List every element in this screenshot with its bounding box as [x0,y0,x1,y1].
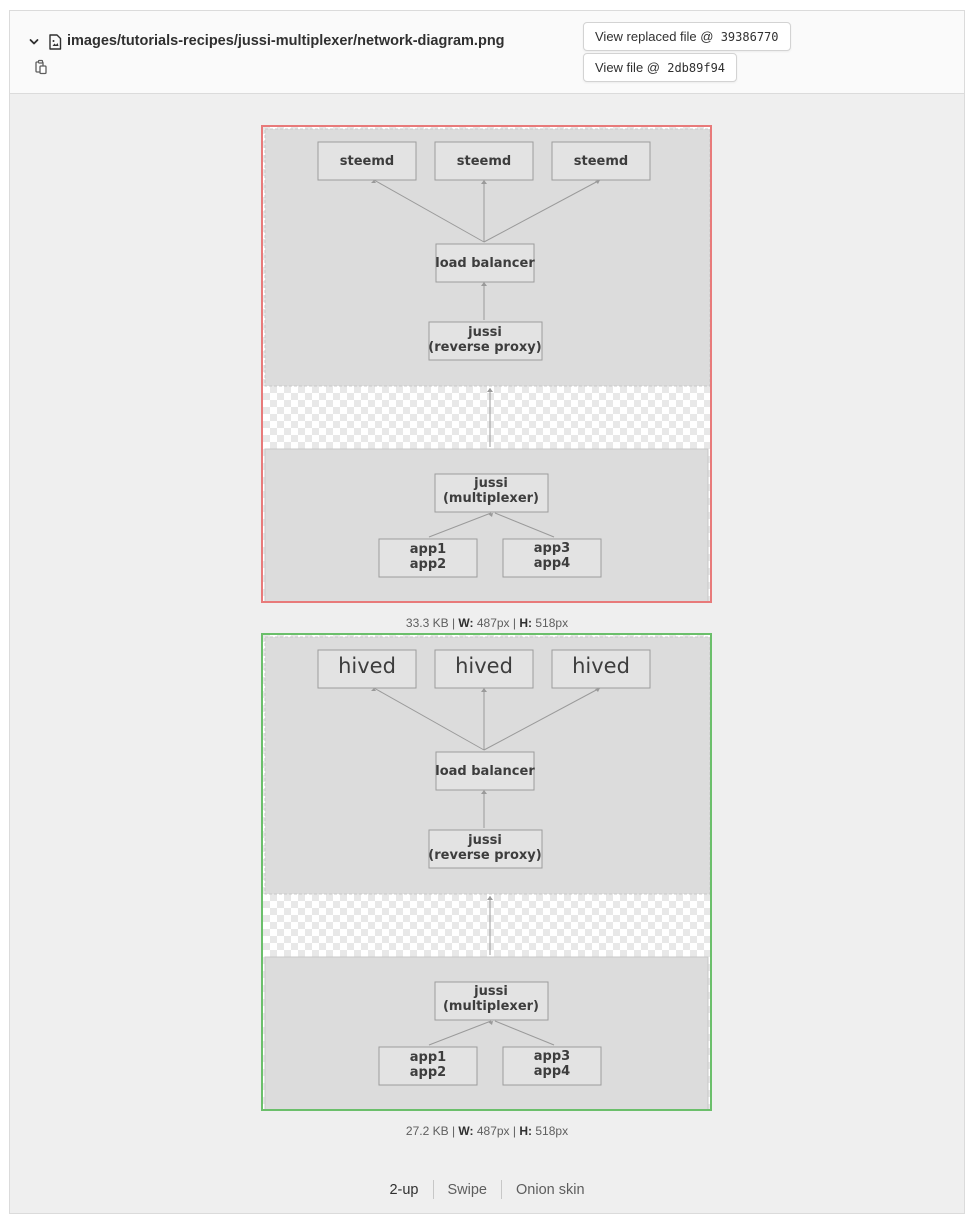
reverse-proxy-node [428,321,543,361]
top-node-3 [551,141,651,181]
copy-file-path-icon[interactable] [33,59,49,75]
view-mode-2-up[interactable]: 2-up [389,1181,419,1198]
top-node-2 [434,141,534,181]
view-replaced-file-button[interactable]: View replaced file @ 39386770 [583,22,791,51]
top-node-3-label: hived [572,654,630,678]
proxy-label-line1: jussi [467,833,502,848]
top-node-1 [317,649,417,689]
file-header: images/tutorials-recipes/jussi-multiplex… [10,11,964,94]
network-diagram-old: steemd steemd steemd load balancer jussi… [263,127,710,601]
load-balancer-node [435,243,535,283]
top-node-3-label: steemd [574,154,628,169]
file-diff-holder: images/tutorials-recipes/jussi-multiplex… [9,10,965,1214]
image-diff-view: steemd steemd steemd load balancer jussi… [10,94,964,1213]
proxy-label-line1: jussi [467,325,502,340]
app-left-label-line1: app1 [410,1050,446,1065]
added-image-frame: hived hived hived load balancer jussi (r… [261,633,712,1111]
divider [501,1180,502,1199]
lower-region [264,956,709,1109]
top-node-1-label: steemd [340,154,394,169]
load-balancer-label: load balancer [435,256,535,271]
app-right-label-line1: app3 [534,1049,570,1064]
top-node-2-label: steemd [457,154,511,169]
file-path: images/tutorials-recipes/jussi-multiplex… [67,33,505,49]
lower-region [264,448,709,601]
top-node-1 [317,141,417,181]
app-left-label-line2: app2 [410,557,446,572]
app-right-node [502,1046,602,1086]
network-diagram-new: hived hived hived load balancer jussi (r… [263,635,710,1109]
app-right-label-line2: app4 [534,556,570,571]
proxy-label-line2: (reverse proxy) [428,340,541,355]
top-node-2-label: hived [455,654,513,678]
multiplexer-node [434,473,549,513]
app-left-label-line2: app2 [410,1065,446,1080]
top-node-1-label: hived [338,654,396,678]
view-mode-switcher: 2-up Swipe Onion skin [10,1180,964,1199]
reverse-proxy-node [428,829,543,869]
multiplexer-label-line2: (multiplexer) [443,999,539,1014]
divider [432,1180,434,1199]
app-right-label-line2: app4 [534,1064,570,1079]
added-image-meta: 27.2 KB | W: 487px | H: 518px [405,1124,569,1138]
multiplexer-label-line1: jussi [473,476,508,491]
top-node-3 [551,649,651,689]
app-right-node [502,538,602,578]
multiplexer-node [434,981,549,1021]
app-left-node [378,538,478,578]
view-mode-onion-skin[interactable]: Onion skin [516,1181,585,1198]
app-left-node [378,1046,478,1086]
top-node-2 [434,649,534,689]
app-right-label-line1: app3 [534,541,570,556]
multiplexer-label-line2: (multiplexer) [443,491,539,506]
view-mode-swipe[interactable]: Swipe [447,1181,488,1198]
load-balancer-node [435,751,535,791]
file-image-icon [49,34,62,50]
app-left-label-line1: app1 [410,542,446,557]
proxy-label-line2: (reverse proxy) [428,848,541,863]
multiplexer-label-line1: jussi [473,984,508,999]
chevron-down-icon[interactable] [28,36,40,48]
deleted-image-meta: 33.3 KB | W: 487px | H: 518px [405,616,569,630]
deleted-image-frame: steemd steemd steemd load balancer jussi… [261,125,712,603]
load-balancer-label: load balancer [435,764,535,779]
view-file-button[interactable]: View file @ 2db89f94 [583,53,738,82]
